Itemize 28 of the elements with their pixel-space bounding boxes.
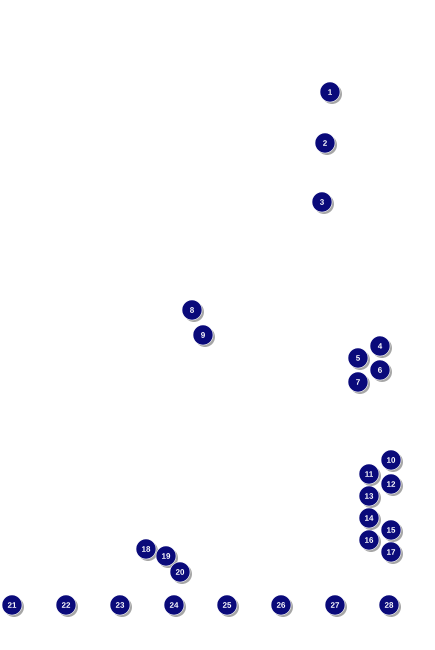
callout-number: 14 xyxy=(358,508,381,530)
callout-number: 13 xyxy=(358,486,381,508)
callout-number: 23 xyxy=(110,594,132,617)
callout-number: 27 xyxy=(324,594,347,617)
callout-number: 15 xyxy=(380,520,403,542)
callout-number: 26 xyxy=(270,594,293,617)
callout-number: 18 xyxy=(136,538,158,561)
callout-number: 3 xyxy=(312,192,334,214)
callout-number: 25 xyxy=(216,594,239,617)
callout-number: 2 xyxy=(314,132,337,155)
callout-number: 21 xyxy=(2,594,24,617)
callout-number: 16 xyxy=(358,530,381,552)
callout-number: 19 xyxy=(156,546,178,568)
callout-number: 28 xyxy=(378,594,401,617)
callout-number: 9 xyxy=(192,324,215,347)
callout-number: 7 xyxy=(348,372,370,394)
callout-number: 17 xyxy=(380,542,403,564)
callout-number: 12 xyxy=(380,474,403,496)
callout-number: 24 xyxy=(164,594,186,617)
callout-number: 5 xyxy=(348,348,370,370)
callout-number: 20 xyxy=(170,562,192,584)
callout-number: 1 xyxy=(320,82,342,104)
callout-number: 11 xyxy=(358,464,381,486)
callout-number: 4 xyxy=(370,336,392,358)
callout-number: 10 xyxy=(380,450,403,472)
callout-number: 8 xyxy=(182,300,204,322)
callout-number: 22 xyxy=(56,594,78,617)
callout-number: 6 xyxy=(370,360,392,382)
